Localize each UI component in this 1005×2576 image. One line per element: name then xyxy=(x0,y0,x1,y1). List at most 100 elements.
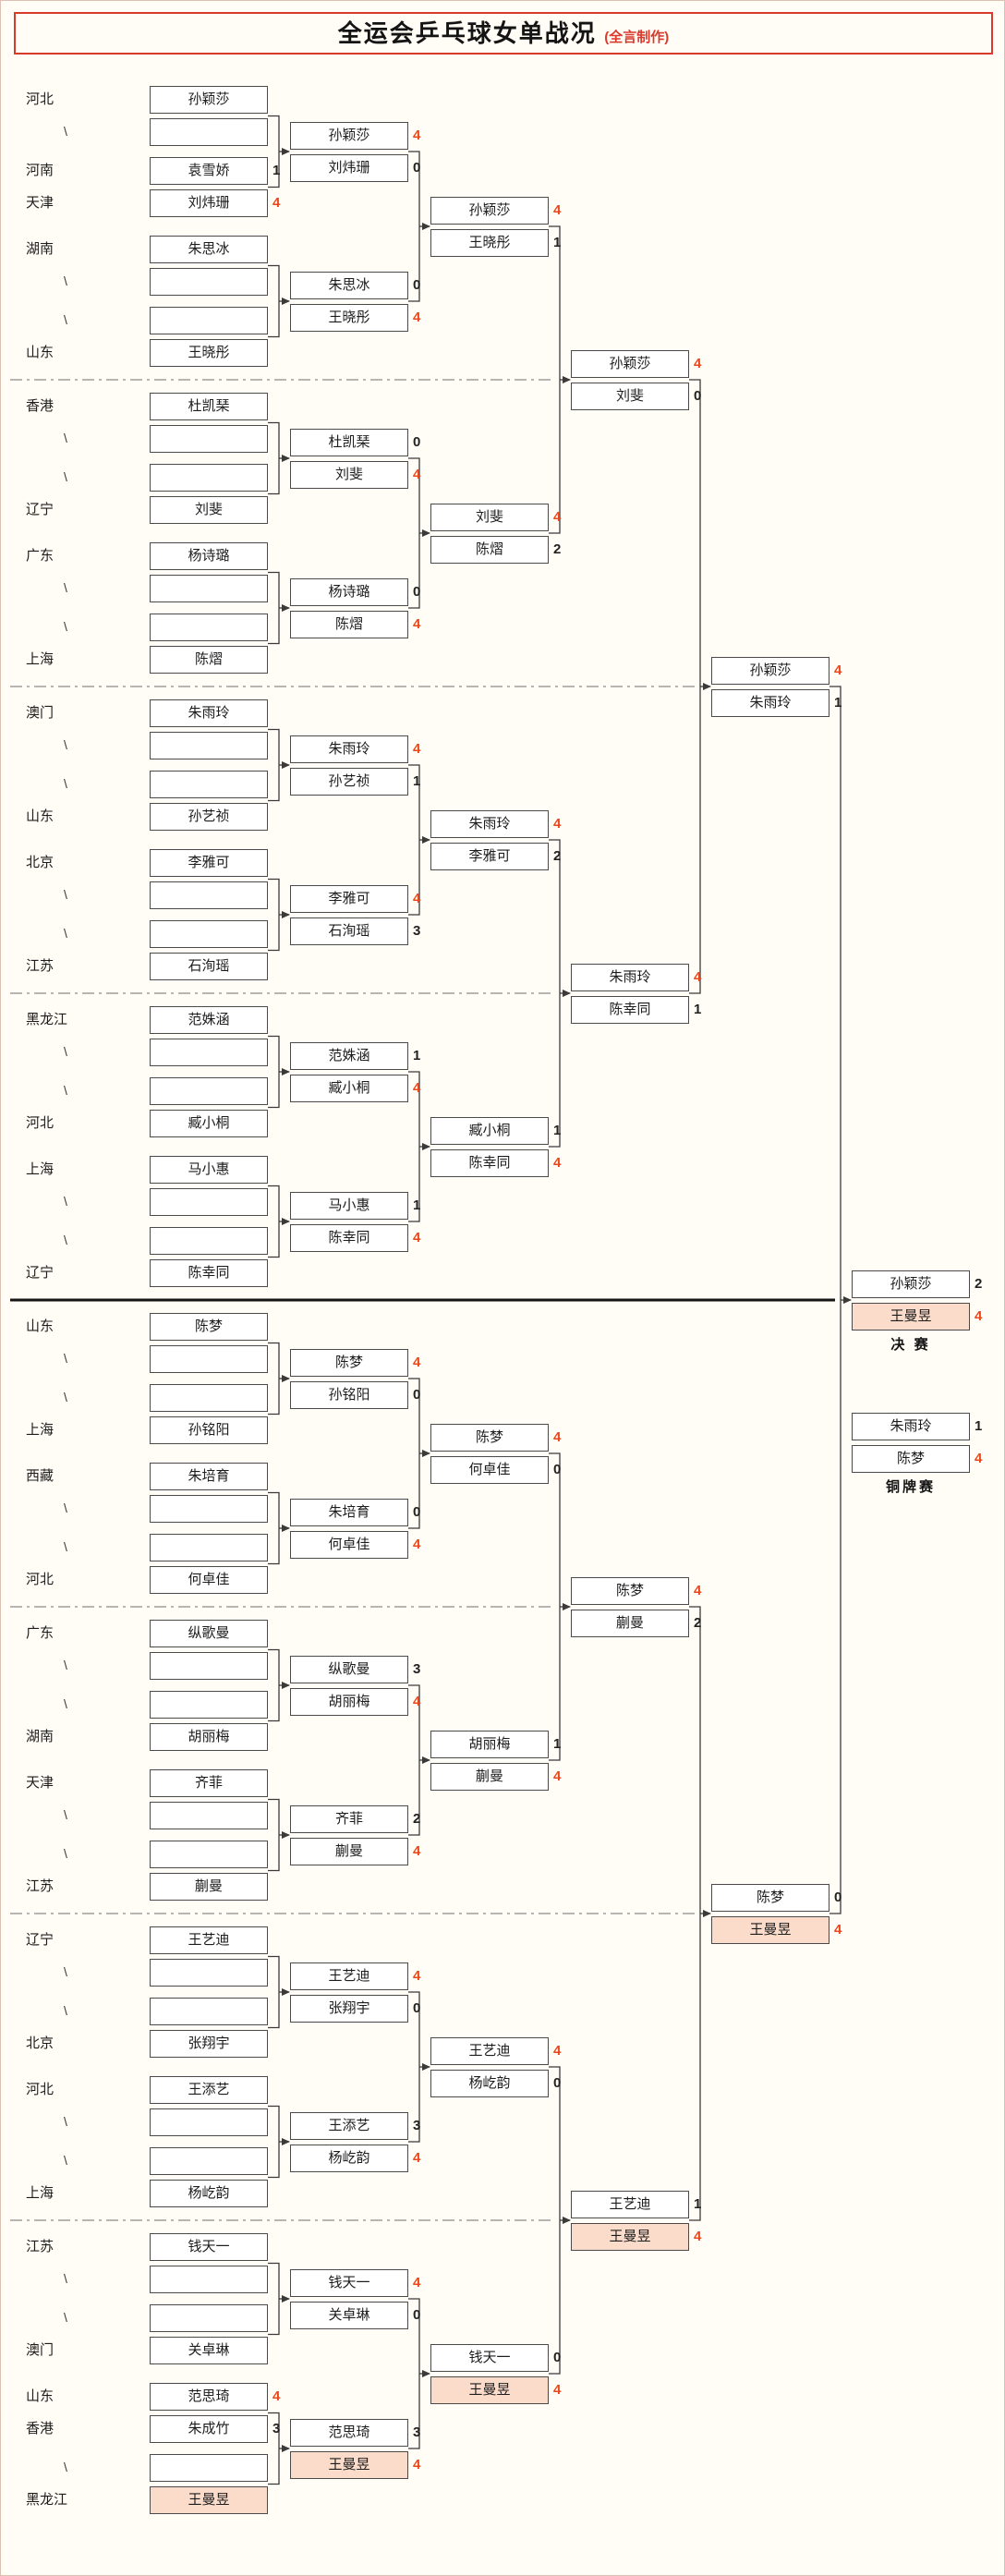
match-score: 0 xyxy=(413,1386,421,1403)
connector-line xyxy=(268,301,280,338)
match-score: 3 xyxy=(272,2421,281,2436)
match-score: 1 xyxy=(694,1001,702,1017)
connector-line xyxy=(408,533,420,609)
bye-slash: \ xyxy=(64,124,67,139)
connector-line xyxy=(268,1798,280,1835)
player-box: 王曼昱 xyxy=(430,2376,549,2404)
bye-slash: \ xyxy=(64,1658,67,1672)
match-score: 4 xyxy=(553,1768,562,1784)
connector-line xyxy=(268,2105,280,2142)
player-box: 范姝涵 xyxy=(290,1041,408,1070)
match-score: 4 xyxy=(413,890,421,906)
connector-line xyxy=(268,878,280,915)
match-score: 1 xyxy=(413,1197,421,1213)
player-box: 朱成竹 xyxy=(150,2415,268,2443)
province-label: 河北 xyxy=(26,2082,54,2097)
connector-line xyxy=(408,1991,420,2067)
province-label: 河北 xyxy=(26,91,54,107)
province-label: 山东 xyxy=(26,2388,54,2404)
empty-box xyxy=(150,1652,268,1680)
player-box: 朱培育 xyxy=(150,1463,268,1490)
province-label: 江苏 xyxy=(26,958,54,974)
province-label: 广东 xyxy=(26,548,54,564)
connector-line xyxy=(268,2299,280,2336)
player-box: 孙颖莎 xyxy=(430,196,549,225)
empty-box xyxy=(150,1345,268,1373)
connector-line xyxy=(408,457,420,533)
connector-line xyxy=(549,993,561,1148)
player-box: 刘炜珊 xyxy=(150,189,268,217)
empty-box xyxy=(150,268,268,296)
player-box: 朱思冰 xyxy=(290,271,408,299)
match-score: 2 xyxy=(694,1614,702,1631)
connector-line xyxy=(268,728,280,765)
connector-line xyxy=(268,1221,280,1258)
empty-box xyxy=(150,732,268,759)
player-box: 杨诗璐 xyxy=(150,542,268,570)
match-score: 4 xyxy=(553,2381,562,2398)
player-box: 陈梦 xyxy=(290,1348,408,1377)
player-box: 钱天一 xyxy=(290,2268,408,2297)
empty-box xyxy=(150,1691,268,1719)
empty-box xyxy=(150,920,268,948)
province-label: 西藏 xyxy=(26,1468,54,1484)
match-score: 0 xyxy=(694,387,702,404)
player-box: 朱雨玲 xyxy=(430,809,549,838)
bye-slash: \ xyxy=(64,1351,67,1366)
bye-slash: \ xyxy=(64,1846,67,1861)
province-label: 广东 xyxy=(26,1625,54,1641)
match-score: 4 xyxy=(694,355,702,371)
connector-line xyxy=(268,1835,280,1872)
player-box: 王添艺 xyxy=(150,2076,268,2104)
province-label: 湖南 xyxy=(26,1729,54,1744)
player-box: 蒯曼 xyxy=(290,1837,408,1865)
empty-box xyxy=(150,425,268,453)
match-score: 0 xyxy=(413,1503,421,1520)
province-label: 辽宁 xyxy=(26,1265,54,1281)
empty-box xyxy=(150,464,268,492)
connector-line xyxy=(268,264,280,301)
province-label: 山东 xyxy=(26,345,54,360)
bye-slash: \ xyxy=(64,273,67,288)
match-score: 4 xyxy=(694,968,702,985)
player-box: 孙颖莎 xyxy=(150,86,268,114)
province-label: 上海 xyxy=(26,2185,54,2201)
player-box: 范思琦 xyxy=(290,2418,408,2447)
player-box: 朱雨玲 xyxy=(852,1412,970,1440)
player-box: 关卓琳 xyxy=(290,2301,408,2329)
match-score: 4 xyxy=(694,2228,702,2244)
connector-line xyxy=(549,225,561,380)
bye-slash: \ xyxy=(64,1194,67,1209)
player-box: 马小惠 xyxy=(290,1191,408,1220)
player-box: 朱雨玲 xyxy=(571,963,689,991)
player-box: 陈熠 xyxy=(150,646,268,674)
bye-slash: \ xyxy=(64,619,67,634)
province-label: 江苏 xyxy=(26,1878,54,1894)
empty-box xyxy=(150,1495,268,1523)
bronze-label: 铜牌赛 xyxy=(885,1479,936,1495)
player-box: 胡丽梅 xyxy=(150,1723,268,1751)
match-score: 4 xyxy=(413,2456,421,2473)
match-score: 4 xyxy=(272,2388,281,2404)
connector-line xyxy=(268,765,280,802)
connector-line xyxy=(268,458,280,495)
player-box: 齐菲 xyxy=(150,1769,268,1797)
player-box: 齐菲 xyxy=(290,1804,408,1833)
province-label: 香港 xyxy=(26,398,54,414)
bye-slash: \ xyxy=(64,887,67,902)
bye-slash: \ xyxy=(64,1696,67,1711)
match-score: 4 xyxy=(413,466,421,482)
province-label: 河北 xyxy=(26,1572,54,1587)
player-box: 王晓彤 xyxy=(150,339,268,367)
connector-line xyxy=(549,2220,561,2375)
match-score: 1 xyxy=(553,1122,562,1138)
player-box: 何卓佳 xyxy=(290,1530,408,1559)
match-score: 1 xyxy=(975,1417,983,1434)
empty-box xyxy=(150,1039,268,1066)
connector-line xyxy=(408,1684,420,1760)
bye-slash: \ xyxy=(64,2310,67,2325)
player-box: 朱雨玲 xyxy=(150,699,268,727)
player-box: 王曼昱 xyxy=(150,2486,268,2514)
empty-box xyxy=(150,1841,268,1868)
